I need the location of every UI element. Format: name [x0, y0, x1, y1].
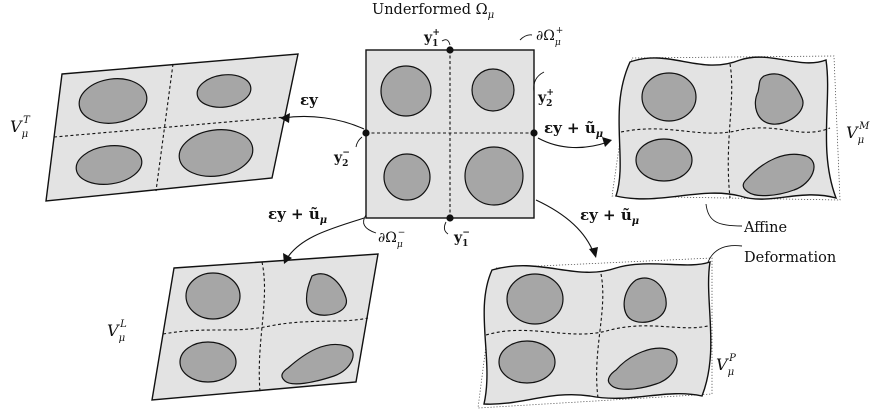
- y2-minus-leader: [355, 136, 363, 148]
- divider: [485, 325, 709, 336]
- node-y1-plus: [446, 46, 454, 54]
- label-boundary-plus: ∂Ωμ+: [536, 26, 563, 48]
- label-cell-top-right: VμM: [846, 121, 870, 146]
- divider: [727, 63, 733, 199]
- boundary-plus-edge-leader: [533, 71, 545, 93]
- affine-leader-top: [705, 203, 743, 227]
- inclusion: [380, 65, 432, 117]
- boundary-plus-leader: [519, 34, 533, 41]
- affine-label-line1: Affine: [743, 220, 787, 236]
- inclusion: [179, 341, 237, 383]
- node-y1-minus: [446, 214, 454, 222]
- arrow-head: [283, 253, 292, 264]
- inclusion: [178, 129, 254, 177]
- boundary-minus-leader: [363, 214, 377, 234]
- cell-top-left: [45, 53, 299, 202]
- label-boundary-minus: ∂Ωμ−: [378, 228, 405, 250]
- cell-bottom-left-boundary: [151, 253, 379, 401]
- label-cell-top-left: VμT: [10, 115, 31, 140]
- label-y1-minus: y1−: [453, 228, 470, 249]
- arrow-head: [280, 113, 290, 123]
- affine-label-line2: Deformation: [744, 250, 836, 266]
- inclusion: [635, 138, 693, 182]
- arrow-head: [602, 137, 612, 147]
- label-cell-bottom-right: VμP: [716, 353, 736, 378]
- label-y2-minus: y2−: [333, 148, 350, 169]
- inclusion: [196, 74, 252, 108]
- arrow-to-top-right: [537, 137, 609, 149]
- mapping-label-bottom-right: εy + ũμ: [580, 206, 639, 227]
- label-y1-plus: y1+: [423, 28, 440, 49]
- cell-bottom-right: [477, 257, 713, 409]
- inclusion: [464, 146, 524, 206]
- affine-reference-box: [611, 55, 841, 201]
- inclusion: [506, 273, 564, 325]
- divider: [596, 273, 604, 399]
- inclusion: [641, 72, 697, 122]
- mapping-label-left: εy: [300, 91, 319, 109]
- cell-top-right: [611, 55, 841, 201]
- divider: [155, 63, 174, 192]
- node-y2-minus: [362, 129, 370, 137]
- inclusion: [742, 153, 815, 197]
- divider: [162, 317, 369, 335]
- inclusion: [471, 68, 515, 112]
- inclusion: [498, 340, 556, 384]
- mapping-label-bottom-left: εy + ũμ: [268, 205, 327, 226]
- cell-bottom-left: [151, 253, 379, 401]
- inclusion: [607, 347, 678, 390]
- arrow-to-bottom-left: [285, 217, 365, 261]
- mapping-label-right: εy + ũμ: [544, 119, 603, 140]
- inclusion: [281, 343, 354, 385]
- node-y2-plus: [530, 129, 538, 137]
- inclusion: [185, 272, 241, 320]
- divider: [53, 116, 286, 138]
- label-y2-plus: y2+: [537, 88, 554, 109]
- inclusion: [754, 73, 804, 125]
- inclusion: [305, 273, 347, 316]
- label-cell-bottom-left: VμL: [107, 319, 127, 344]
- inclusion: [623, 277, 667, 323]
- inclusion: [78, 78, 148, 124]
- y1-plus-leader: [441, 39, 451, 46]
- inclusion: [75, 145, 143, 185]
- center-title: Underformed Ωμ: [372, 2, 494, 21]
- affine-reference-box: [477, 257, 713, 409]
- arrow-to-top-left: [282, 115, 365, 130]
- affine-leader-bottom: [707, 245, 743, 263]
- arrow-head: [589, 247, 598, 258]
- inclusion: [383, 153, 431, 201]
- undeformed-rve: [355, 34, 545, 235]
- arrow-to-bottom-right: [535, 199, 595, 255]
- divider: [258, 261, 266, 393]
- mapping-arrows: [280, 113, 612, 264]
- y1-minus-leader: [443, 221, 449, 235]
- divider: [620, 127, 831, 134]
